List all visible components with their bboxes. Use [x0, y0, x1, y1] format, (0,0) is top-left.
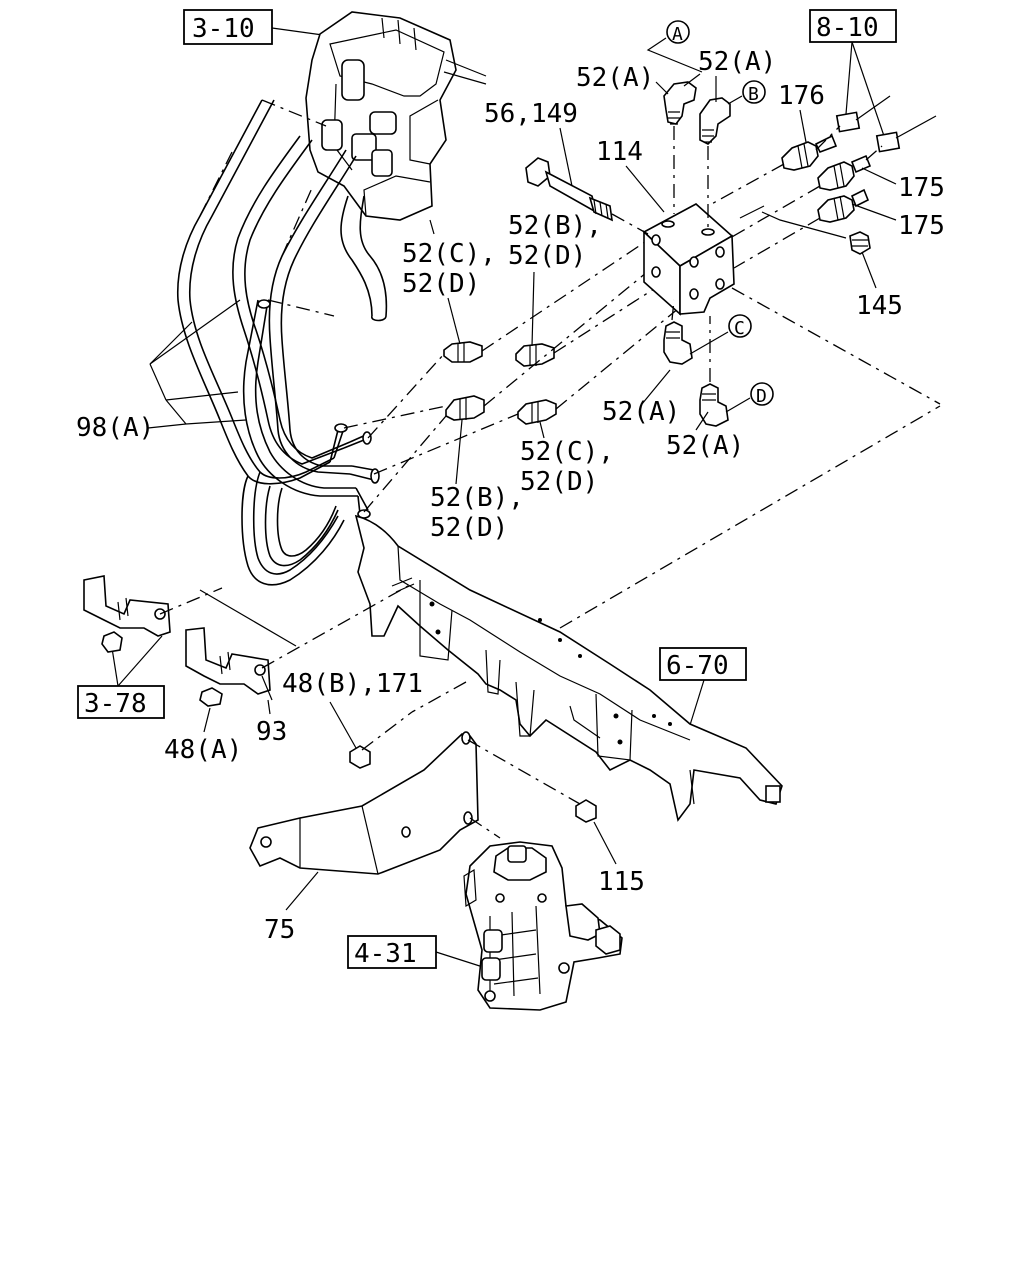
- ref-box-8-10[interactable]: 8-10: [809, 9, 897, 43]
- label-175-1: 175: [898, 173, 945, 203]
- label-75: 75: [264, 915, 295, 945]
- callout-A: A: [646, 20, 703, 87]
- ref-box-4-31[interactable]: 4-31: [347, 935, 437, 969]
- label-56-149: 56,149: [484, 99, 578, 129]
- ref-box-3-78[interactable]: 3-78: [77, 685, 165, 719]
- callout-D-text: D: [756, 386, 767, 407]
- label-52c-d-bot-1: 52(C),: [520, 437, 614, 467]
- callout-B: B: [727, 80, 766, 105]
- ref-box-3-10[interactable]: 3-10: [183, 9, 273, 45]
- label-52b-d-top-1: 52(B),: [508, 211, 602, 241]
- pump-bracket: [249, 681, 597, 875]
- ref-label-3-78: 3-78: [84, 689, 147, 719]
- pipe-bundle: [149, 99, 380, 586]
- label-175-2: 175: [898, 211, 945, 241]
- part-labels: 52(A) 52(A) 176 56,149 114 175 175 145 5…: [76, 47, 945, 945]
- label-52c-d-top-2: 52(D): [402, 269, 480, 299]
- label-48a: 48(A): [164, 735, 242, 765]
- label-115: 115: [598, 867, 645, 897]
- callout-B-text: B: [748, 84, 759, 105]
- control-valve-assembly: [305, 11, 487, 322]
- label-52a-1: 52(A): [576, 63, 654, 93]
- label-48b-171: 48(B),171: [282, 669, 423, 699]
- label-52a-4: 52(A): [666, 431, 744, 461]
- label-176: 176: [778, 81, 825, 111]
- label-114: 114: [596, 137, 643, 167]
- callout-C-text: C: [734, 318, 745, 339]
- ref-label-8-10: 8-10: [816, 13, 879, 43]
- callout-C: C: [689, 314, 752, 355]
- elbow-fittings-bottom: [663, 299, 729, 427]
- ref-label-6-70: 6-70: [666, 651, 729, 681]
- label-52a-3: 52(A): [602, 397, 680, 427]
- label-52b-d-bot-1: 52(B),: [430, 483, 524, 513]
- bolt: [525, 157, 649, 235]
- switches: [707, 95, 937, 269]
- label-93: 93: [256, 717, 287, 747]
- label-98a: 98(A): [76, 413, 154, 443]
- frame-crossmember: [354, 287, 941, 822]
- elbow-fittings-top: [663, 81, 731, 228]
- steering-gear: [463, 841, 623, 1011]
- junction-block: [642, 203, 735, 316]
- brackets: [83, 575, 415, 707]
- callout-D: D: [725, 382, 774, 413]
- ref-label-3-10: 3-10: [192, 14, 255, 44]
- label-52a-2: 52(A): [698, 47, 776, 77]
- label-52b-d-top-2: 52(D): [508, 241, 586, 271]
- label-52c-d-bot-2: 52(D): [520, 467, 598, 497]
- label-52b-d-bot-2: 52(D): [430, 513, 508, 543]
- ref-label-4-31: 4-31: [354, 939, 417, 969]
- ref-leaders: [111, 27, 885, 969]
- ref-box-6-70[interactable]: 6-70: [659, 647, 747, 681]
- callout-A-text: A: [672, 24, 683, 45]
- label-145: 145: [856, 291, 903, 321]
- label-52c-d-top-1: 52(C),: [402, 239, 496, 269]
